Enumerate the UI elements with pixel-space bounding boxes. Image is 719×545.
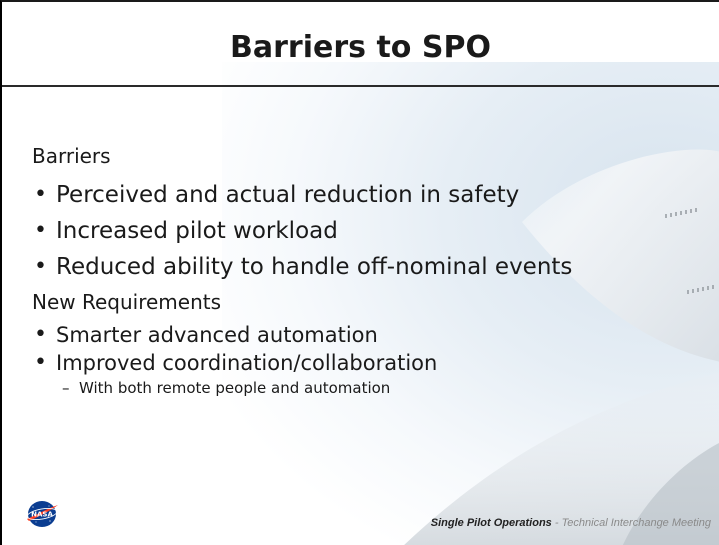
- footer-separator: -: [551, 517, 562, 529]
- svg-text:NASA: NASA: [31, 511, 53, 519]
- section-heading-new-requirements: New Requirements: [32, 290, 222, 314]
- slide-content: Barriers Perceived and actual reduction …: [32, 142, 719, 398]
- list-item: Perceived and actual reduction in safety: [32, 180, 719, 210]
- section-heading-barriers: Barriers: [32, 144, 111, 168]
- requirements-sub-list: With both remote people and automation: [32, 378, 719, 398]
- footer-title: Single Pilot Operations: [430, 517, 552, 529]
- nasa-logo-icon: NASA: [26, 501, 58, 527]
- requirements-list: Smarter advanced automation Improved coo…: [32, 322, 719, 376]
- list-item: With both remote people and automation: [32, 378, 719, 398]
- list-item: Improved coordination/collaboration: [32, 350, 719, 376]
- barriers-list: Perceived and actual reduction in safety…: [32, 180, 719, 282]
- list-item: Reduced ability to handle off-nominal ev…: [32, 252, 719, 282]
- footer-text: Single Pilot Operations - Technical Inte…: [431, 517, 711, 529]
- title-divider: [2, 85, 719, 87]
- slide-title: Barriers to SPO: [230, 30, 491, 65]
- footer-subtitle: Technical Interchange Meeting: [561, 517, 711, 529]
- list-item: Smarter advanced automation: [32, 322, 719, 348]
- list-item: Increased pilot workload: [32, 216, 719, 246]
